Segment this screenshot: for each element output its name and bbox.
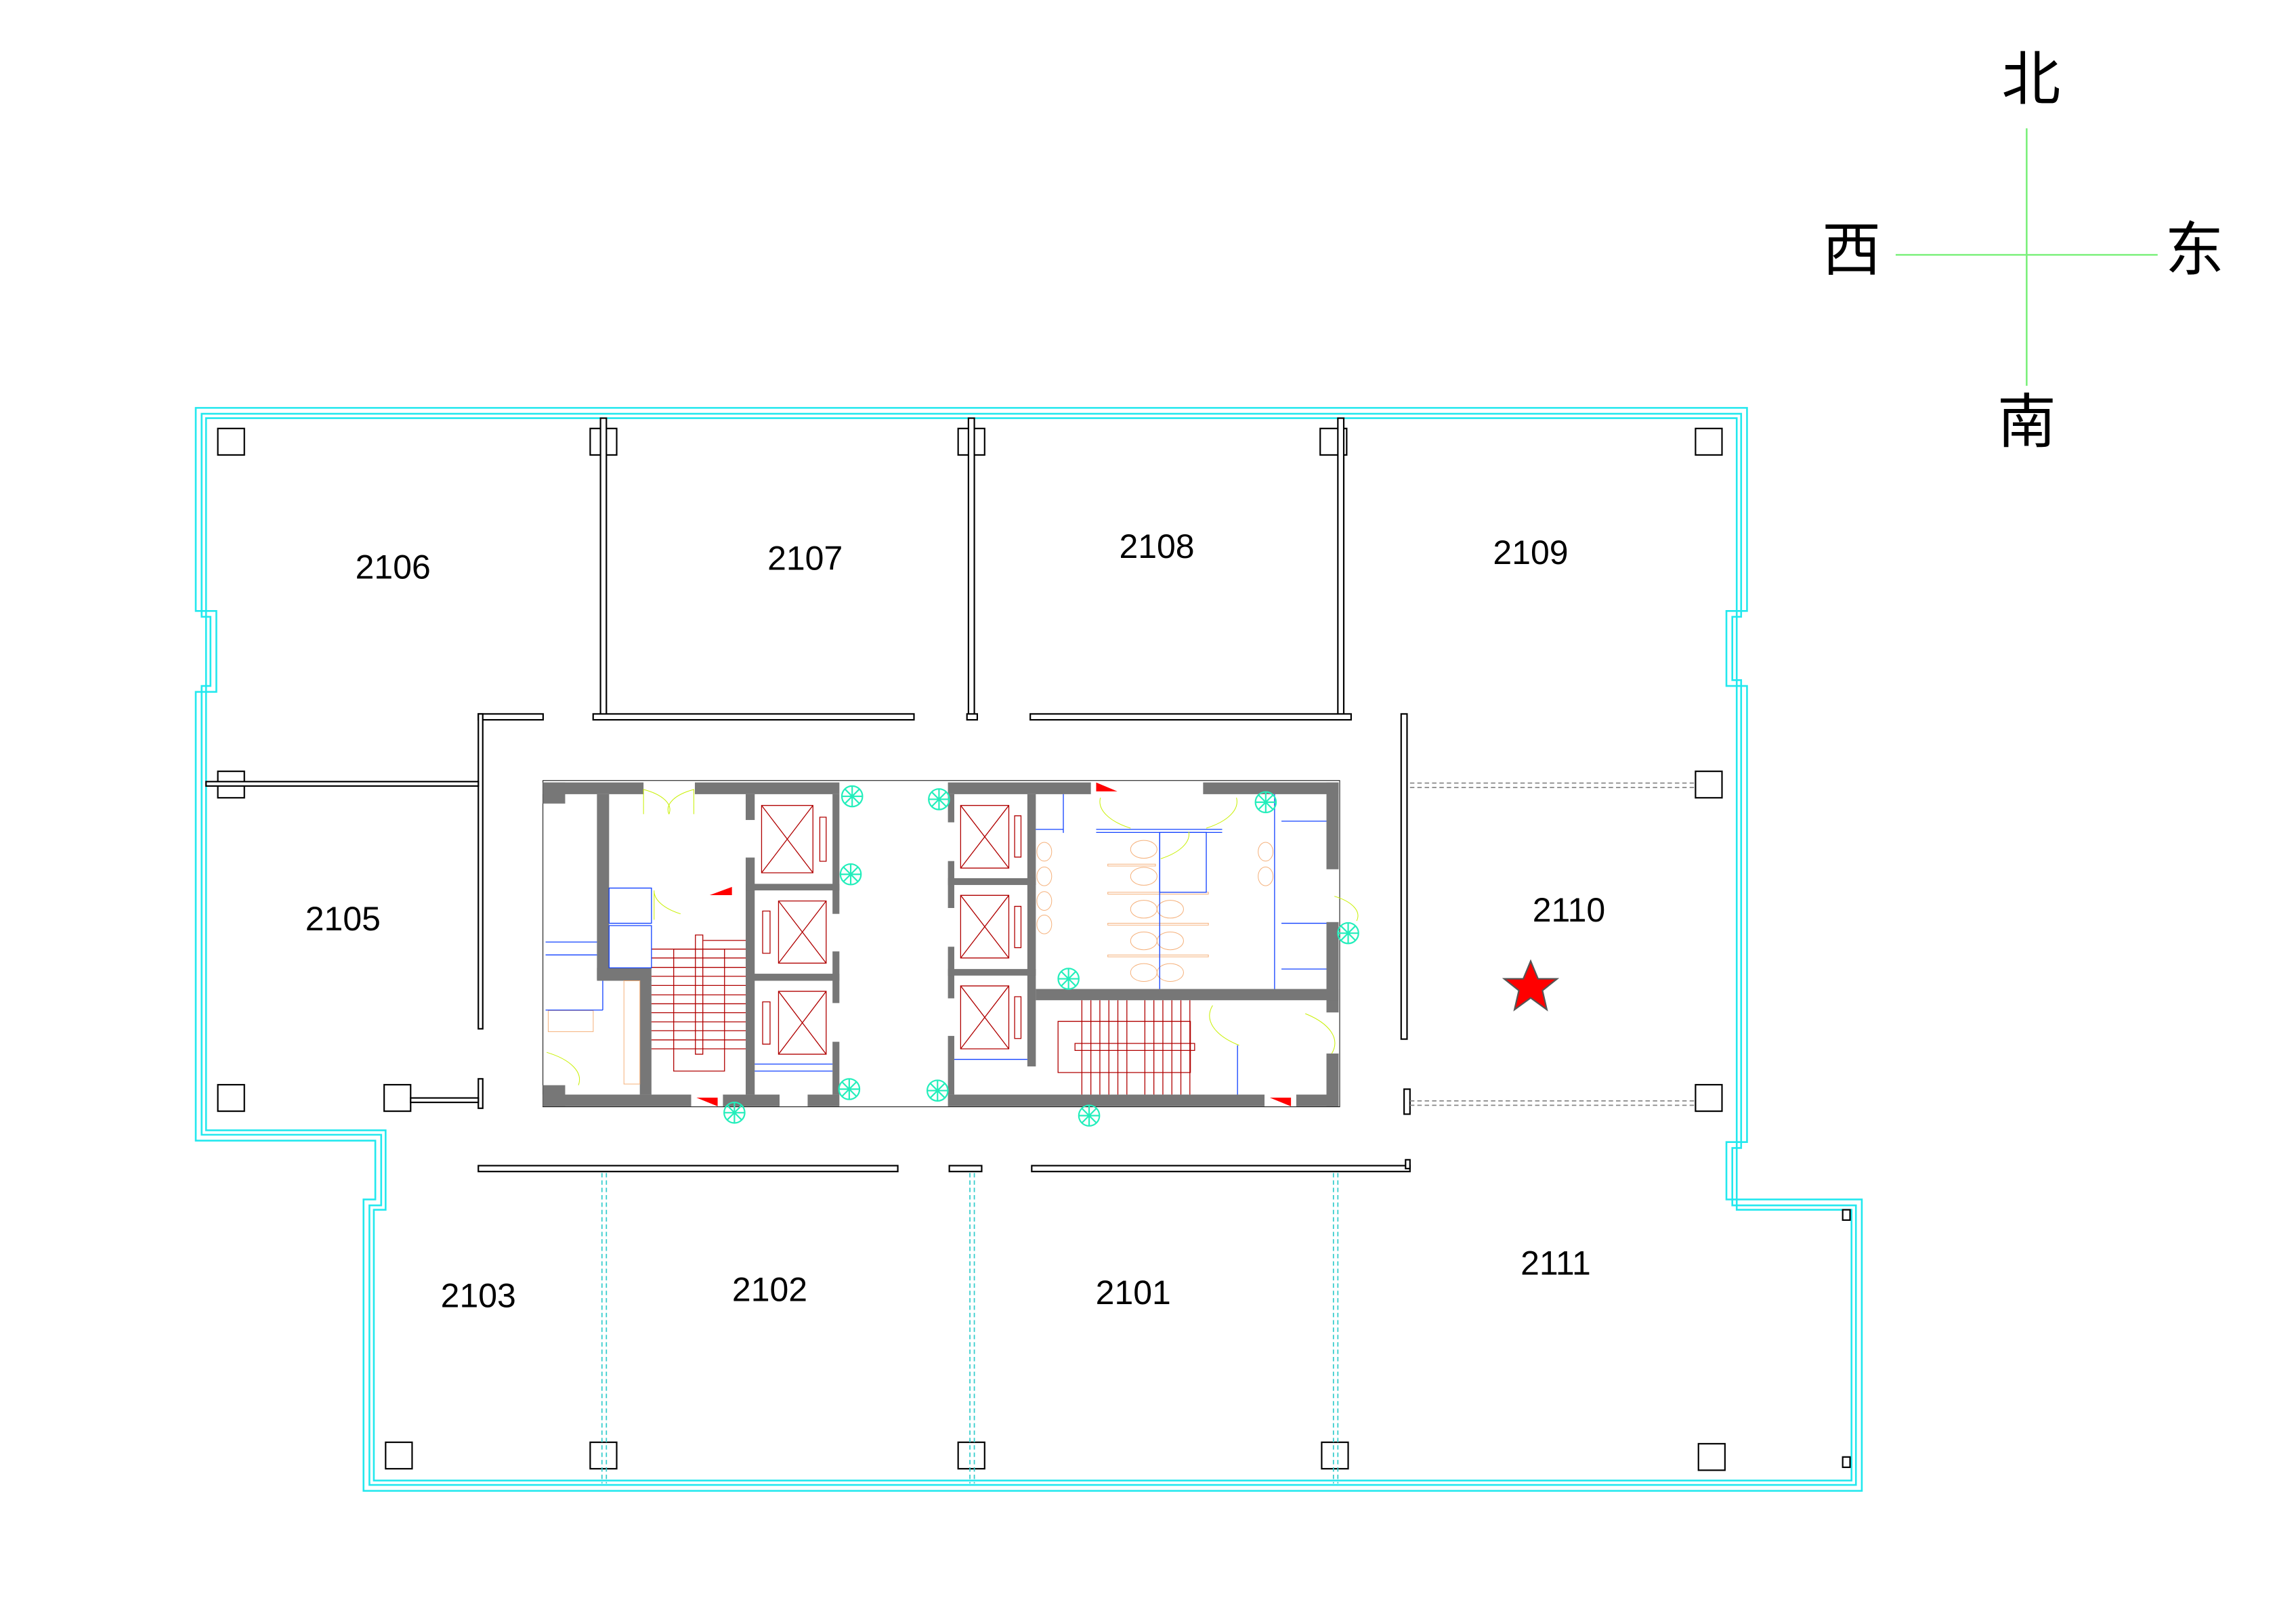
- elevator-4: [960, 806, 1021, 869]
- column: [217, 427, 245, 456]
- room-label-2105: 2105: [305, 900, 381, 938]
- elevator-2: [763, 901, 826, 964]
- room-label-2103: 2103: [441, 1276, 516, 1314]
- hydrant-icon: [1078, 1104, 1101, 1127]
- hydrant-icon: [841, 785, 864, 808]
- compass-south: 南: [1997, 388, 2056, 456]
- hydrant-icon: [838, 1078, 861, 1100]
- elevator-6: [960, 986, 1021, 1049]
- core-walls: [543, 782, 1339, 1106]
- hydrant-icon: [928, 788, 950, 810]
- stairs-west: [652, 935, 746, 1071]
- column: [1697, 1443, 1726, 1471]
- core-fittings: [546, 794, 1327, 1095]
- hydrant-icon: [1057, 968, 1080, 990]
- exterior-wall: [194, 407, 1863, 1492]
- fire-extinguisher-icon: [709, 886, 732, 895]
- column: [383, 1083, 412, 1112]
- elevator-1: [761, 806, 826, 873]
- partition-walls: [205, 417, 1851, 1484]
- hydrant-icon: [839, 863, 862, 886]
- compass-west: 西: [1822, 216, 1881, 284]
- column: [589, 1441, 618, 1470]
- doors: [547, 790, 1358, 1085]
- hydrant-icon: [723, 1101, 746, 1124]
- star-icon: [1502, 959, 1560, 1012]
- fire-hydrants: [723, 785, 1359, 1127]
- room-label-2111: 2111: [1521, 1244, 1591, 1282]
- elevators: [761, 806, 1021, 1054]
- column: [1695, 1083, 1723, 1112]
- compass-north: 北: [2001, 45, 2060, 114]
- elevator-5: [960, 895, 1021, 958]
- compass: 北 南 西 东: [1822, 45, 2224, 456]
- column: [217, 1083, 245, 1112]
- room-label-2101: 2101: [1096, 1274, 1171, 1312]
- room-label-2108: 2108: [1119, 527, 1194, 565]
- hydrant-icon: [1337, 922, 1359, 945]
- column: [1695, 771, 1723, 799]
- column: [385, 1441, 413, 1470]
- compass-east: 东: [2165, 216, 2224, 284]
- column: [1321, 1441, 1349, 1470]
- column: [957, 1441, 985, 1470]
- hydrant-icon: [1254, 791, 1277, 814]
- building-core: [543, 781, 1358, 1107]
- column: [1695, 427, 1723, 456]
- room-label-2102: 2102: [732, 1271, 807, 1309]
- hydrant-icon: [926, 1079, 949, 1102]
- toilet-fixtures: [548, 840, 1273, 1084]
- stairs-east: [1058, 1000, 1195, 1094]
- room-label-2110: 2110: [1533, 891, 1605, 929]
- room-labels: 2106 2107 2108 2109 2105 2110 2103 2102 …: [305, 527, 1605, 1314]
- elevator-3: [763, 991, 826, 1054]
- room-label-2107: 2107: [767, 540, 843, 578]
- room-label-2106: 2106: [356, 548, 431, 586]
- room-label-2109: 2109: [1493, 534, 1568, 571]
